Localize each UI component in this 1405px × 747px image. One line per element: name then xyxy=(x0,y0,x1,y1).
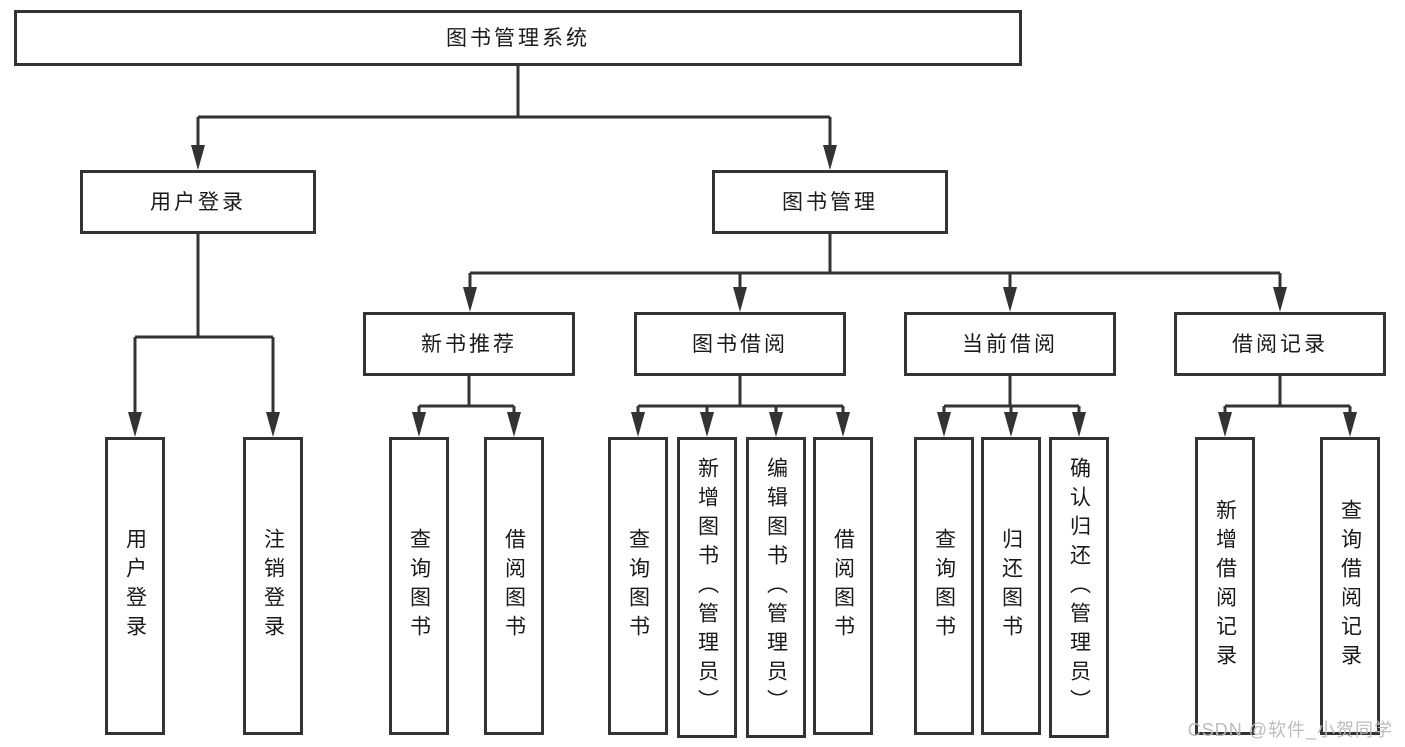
leaf-add-books-admin-label: 新增图书（管理员） xyxy=(695,457,719,718)
leaf-borrow-books-label: 借阅图书 xyxy=(831,528,855,644)
leaf-query-borrow-record: 查询借阅记录 xyxy=(1320,437,1380,735)
leaf-add-borrow-record-label: 新增借阅记录 xyxy=(1213,499,1237,673)
leaf-current-query-books: 查询图书 xyxy=(914,437,974,735)
connector-book-borrow xyxy=(631,376,850,437)
leaf-user-login-label: 用户登录 xyxy=(123,528,147,644)
node-current-borrow: 当前借阅 xyxy=(904,312,1116,376)
leaf-logout: 注销登录 xyxy=(243,437,303,735)
leaf-borrow-query-books-label: 查询图书 xyxy=(626,528,650,644)
node-borrow-records: 借阅记录 xyxy=(1174,312,1386,376)
leaf-add-books-admin: 新增图书（管理员） xyxy=(677,437,737,738)
connector-current-borrow xyxy=(937,376,1086,437)
node-user-login-label: 用户登录 xyxy=(150,190,246,214)
node-book-management-label: 图书管理 xyxy=(782,190,878,214)
leaf-confirm-return-admin: 确认归还（管理员） xyxy=(1049,437,1109,738)
leaf-query-borrow-record-label: 查询借阅记录 xyxy=(1338,499,1362,673)
leaf-borrow-query-books: 查询图书 xyxy=(608,437,668,735)
connector-new-book-recommend xyxy=(412,376,521,437)
node-borrow-records-label: 借阅记录 xyxy=(1232,332,1328,356)
connector-user-login xyxy=(128,234,280,437)
node-user-login: 用户登录 xyxy=(80,170,316,234)
node-current-borrow-label: 当前借阅 xyxy=(962,332,1058,356)
leaf-recommend-borrow-books-label: 借阅图书 xyxy=(502,528,526,644)
node-book-management: 图书管理 xyxy=(712,170,948,234)
leaf-recommend-query-books: 查询图书 xyxy=(389,437,449,735)
leaf-recommend-borrow-books: 借阅图书 xyxy=(484,437,544,735)
connector-root xyxy=(191,66,837,170)
node-library-system-label: 图书管理系统 xyxy=(446,26,590,50)
leaf-logout-label: 注销登录 xyxy=(261,528,285,644)
leaf-return-books-label: 归还图书 xyxy=(999,528,1023,644)
leaf-add-borrow-record: 新增借阅记录 xyxy=(1195,437,1255,735)
node-library-system: 图书管理系统 xyxy=(14,10,1022,66)
leaf-current-query-books-label: 查询图书 xyxy=(932,528,956,644)
watermark-csdn: CSDN @软件_小贺同学 xyxy=(1187,720,1393,740)
leaf-edit-books-admin-label: 编辑图书（管理员） xyxy=(764,457,788,718)
node-new-book-recommend: 新书推荐 xyxy=(363,312,575,376)
leaf-edit-books-admin: 编辑图书（管理员） xyxy=(746,437,806,738)
connector-book-management xyxy=(463,234,1287,312)
connector-borrow-records xyxy=(1218,376,1357,437)
leaf-recommend-query-books-label: 查询图书 xyxy=(407,528,431,644)
node-book-borrow-label: 图书借阅 xyxy=(692,332,788,356)
leaf-confirm-return-admin-label: 确认归还（管理员） xyxy=(1067,457,1091,718)
node-book-borrow: 图书借阅 xyxy=(634,312,846,376)
leaf-borrow-books: 借阅图书 xyxy=(813,437,873,735)
leaf-user-login: 用户登录 xyxy=(105,437,165,735)
leaf-return-books: 归还图书 xyxy=(981,437,1041,735)
node-new-book-recommend-label: 新书推荐 xyxy=(421,332,517,356)
